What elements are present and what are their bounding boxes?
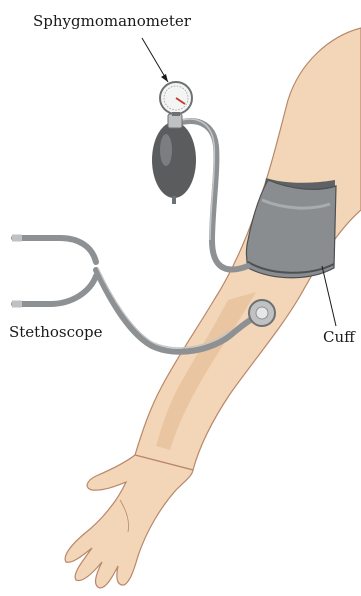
cuff-label: Cuff [323,328,355,346]
sphygmomanometer-arrow [161,74,168,82]
stethoscope-ear-tube-top [14,238,96,262]
bulb-tip [172,196,176,204]
hand [65,455,193,588]
valve [168,114,182,128]
cuff-leader [322,266,336,326]
gauge-stem [172,112,180,116]
inflation-bulb [152,122,196,198]
chestpiece-center [256,307,268,319]
sphygmomanometer-label: Sphygmomanometer [33,12,191,30]
stethoscope-ear-tube-bottom [14,276,96,304]
cuff [247,180,337,278]
bulb-highlight [160,134,172,166]
stethoscope-label: Stethoscope [9,323,103,341]
